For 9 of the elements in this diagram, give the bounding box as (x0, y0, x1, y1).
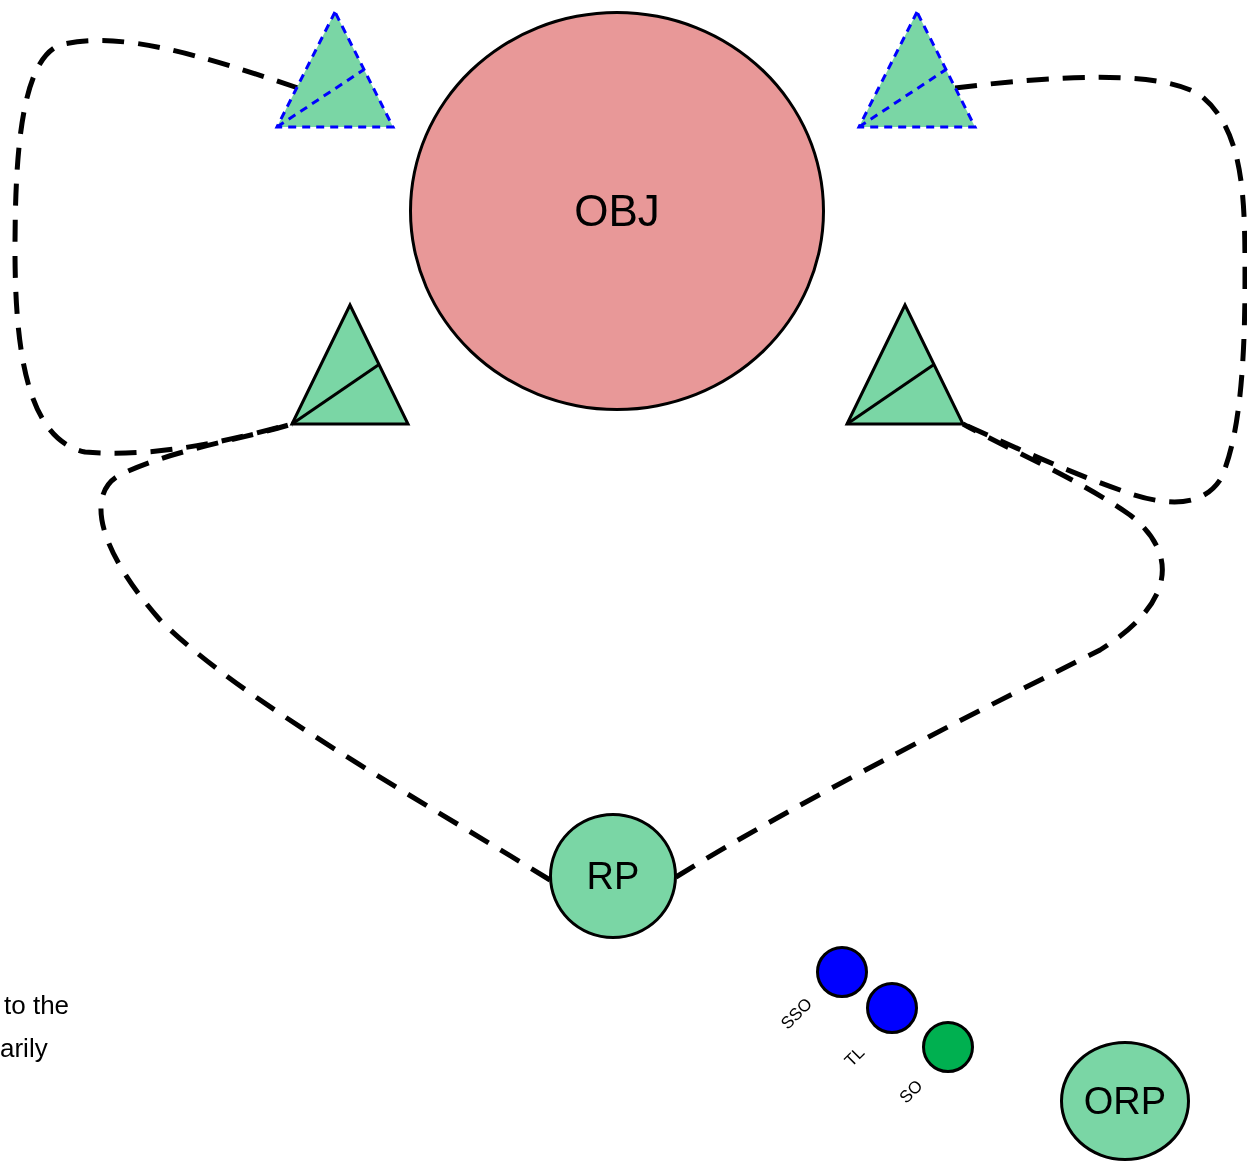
node-label: OBJ (574, 186, 660, 236)
note-text: arily (0, 1033, 48, 1064)
dashed-connector (954, 74, 1247, 505)
note-text: to the (4, 990, 70, 1021)
circle-caption: TL (840, 1042, 869, 1072)
node-label: ORP (1083, 1079, 1167, 1123)
circle-caption: SO (895, 1076, 928, 1108)
dashed-connector (98, 421, 552, 883)
node-label: RP (586, 854, 640, 898)
